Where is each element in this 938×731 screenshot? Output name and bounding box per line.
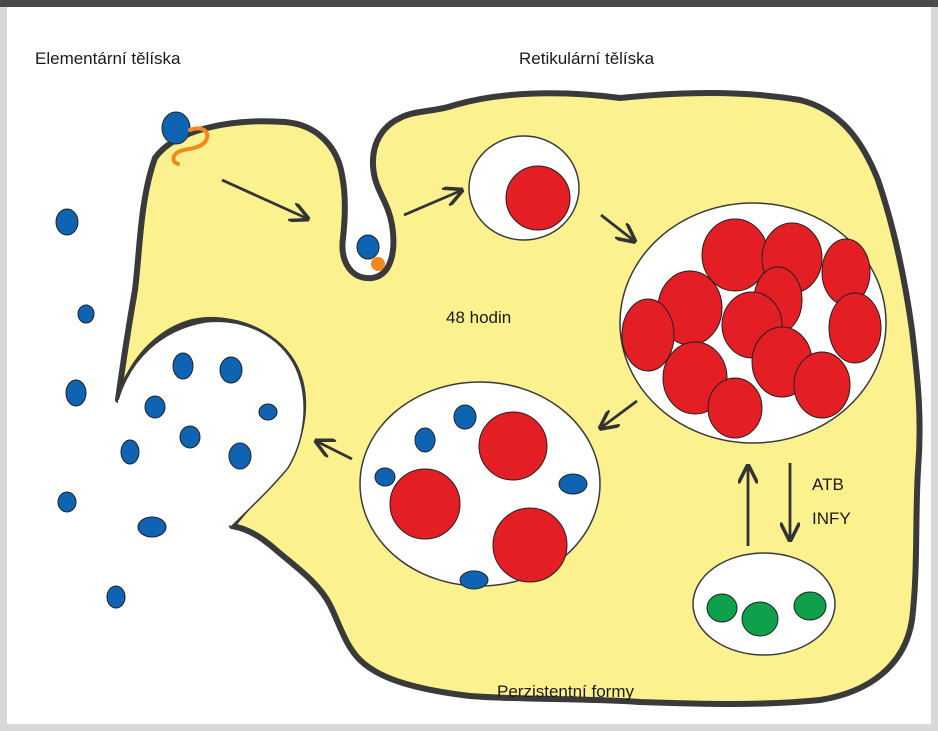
elementary-body xyxy=(121,440,139,464)
elementary-body xyxy=(375,468,395,486)
elementary-body xyxy=(559,474,587,494)
elementary-body xyxy=(220,357,242,383)
elementary-body-endosome xyxy=(357,235,379,259)
reticulate-body xyxy=(506,166,570,230)
persistent-body xyxy=(707,594,737,622)
reticulate-body xyxy=(479,412,547,480)
reticulate-body xyxy=(702,219,768,291)
free-elementary-body xyxy=(107,586,125,608)
elementary-body xyxy=(180,426,200,448)
reticulate-body xyxy=(794,352,850,418)
label-atb: ATB xyxy=(812,475,844,494)
elementary-body xyxy=(259,404,277,420)
elementary-body xyxy=(173,353,193,379)
persistent-body xyxy=(742,602,778,636)
free-elementary-body xyxy=(56,209,78,235)
label-reticulate-bodies: Retikulární tělíska xyxy=(519,49,655,68)
label-persistent-forms: Perzistentní formy xyxy=(497,682,634,701)
free-elementary-body xyxy=(78,305,94,323)
elementary-body xyxy=(460,571,488,589)
elementary-body xyxy=(145,396,165,418)
reticulate-body xyxy=(390,469,460,539)
free-elementary-body xyxy=(138,517,166,537)
elementary-body xyxy=(415,428,435,452)
reticulate-body xyxy=(622,299,674,371)
label-duration: 48 hodin xyxy=(446,308,511,327)
elementary-body xyxy=(229,443,251,469)
elementary-body-attaching xyxy=(162,112,190,144)
persistent-body xyxy=(794,592,826,620)
free-elementary-body xyxy=(58,492,76,512)
label-infy: INFY xyxy=(812,509,851,528)
label-elementary-bodies: Elementární tělíska xyxy=(35,49,181,68)
reticulate-body xyxy=(493,508,567,582)
free-elementary-body xyxy=(66,380,86,406)
reticulate-body xyxy=(829,293,881,363)
attachment-dot xyxy=(371,257,385,271)
elementary-body xyxy=(454,405,476,429)
reticulate-body xyxy=(708,378,762,438)
